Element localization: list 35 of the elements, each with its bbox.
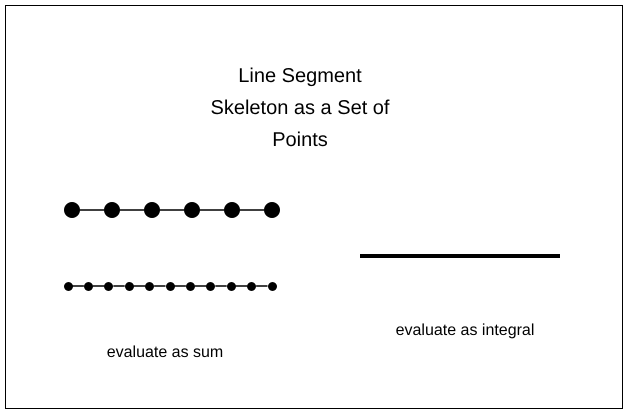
caption-text: evaluate as integral <box>394 322 536 340</box>
connector-line <box>236 285 248 287</box>
point-dot <box>64 202 80 218</box>
point-dot <box>145 282 154 290</box>
connector-line <box>174 285 186 287</box>
connector-line <box>215 285 227 287</box>
caption-text: evaluate as sum <box>106 344 224 362</box>
point-dot <box>64 282 72 290</box>
connector-line <box>72 285 84 287</box>
point-dot <box>104 282 114 290</box>
connector-line <box>240 209 264 211</box>
connector-line <box>92 285 104 287</box>
point-dot <box>104 202 120 218</box>
connector-line <box>160 209 184 211</box>
title: Line Segment Skeleton as a Set of Points <box>209 64 390 153</box>
point-dot <box>84 282 93 290</box>
point-dot <box>247 282 256 290</box>
point-dot <box>186 282 195 290</box>
point-dot <box>184 202 200 218</box>
connector-line <box>200 209 224 211</box>
connector-line <box>80 209 104 211</box>
point-dot <box>206 282 216 290</box>
connector-line <box>256 285 268 287</box>
point-dot <box>166 282 174 290</box>
connector-line <box>134 285 146 287</box>
connector-line <box>113 285 125 287</box>
point-dot <box>144 202 160 218</box>
point-dot <box>268 282 276 290</box>
connector-line <box>194 285 206 287</box>
point-dot <box>264 202 280 218</box>
point-dot <box>224 202 240 218</box>
point-dot <box>124 282 134 290</box>
connector-line <box>154 285 166 287</box>
point-dot <box>226 282 236 290</box>
connector-line <box>120 209 144 211</box>
